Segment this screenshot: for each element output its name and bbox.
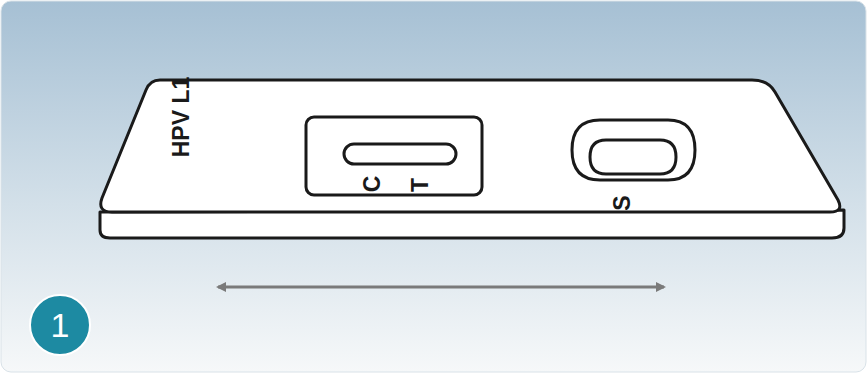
step-number: 1 bbox=[51, 308, 70, 342]
cassette-side bbox=[100, 210, 844, 238]
sample-well bbox=[572, 120, 695, 180]
result-window bbox=[306, 117, 482, 195]
sample-label: S bbox=[611, 195, 634, 210]
control-label: C bbox=[361, 176, 384, 193]
step-number-circle: 1 bbox=[29, 294, 91, 356]
brand-label: HPV L1 bbox=[170, 77, 193, 158]
length-arrow bbox=[218, 286, 664, 289]
test-label: T bbox=[409, 178, 432, 192]
sample-hole bbox=[590, 140, 676, 174]
cassette-top bbox=[101, 80, 840, 212]
test-strip bbox=[344, 144, 456, 164]
